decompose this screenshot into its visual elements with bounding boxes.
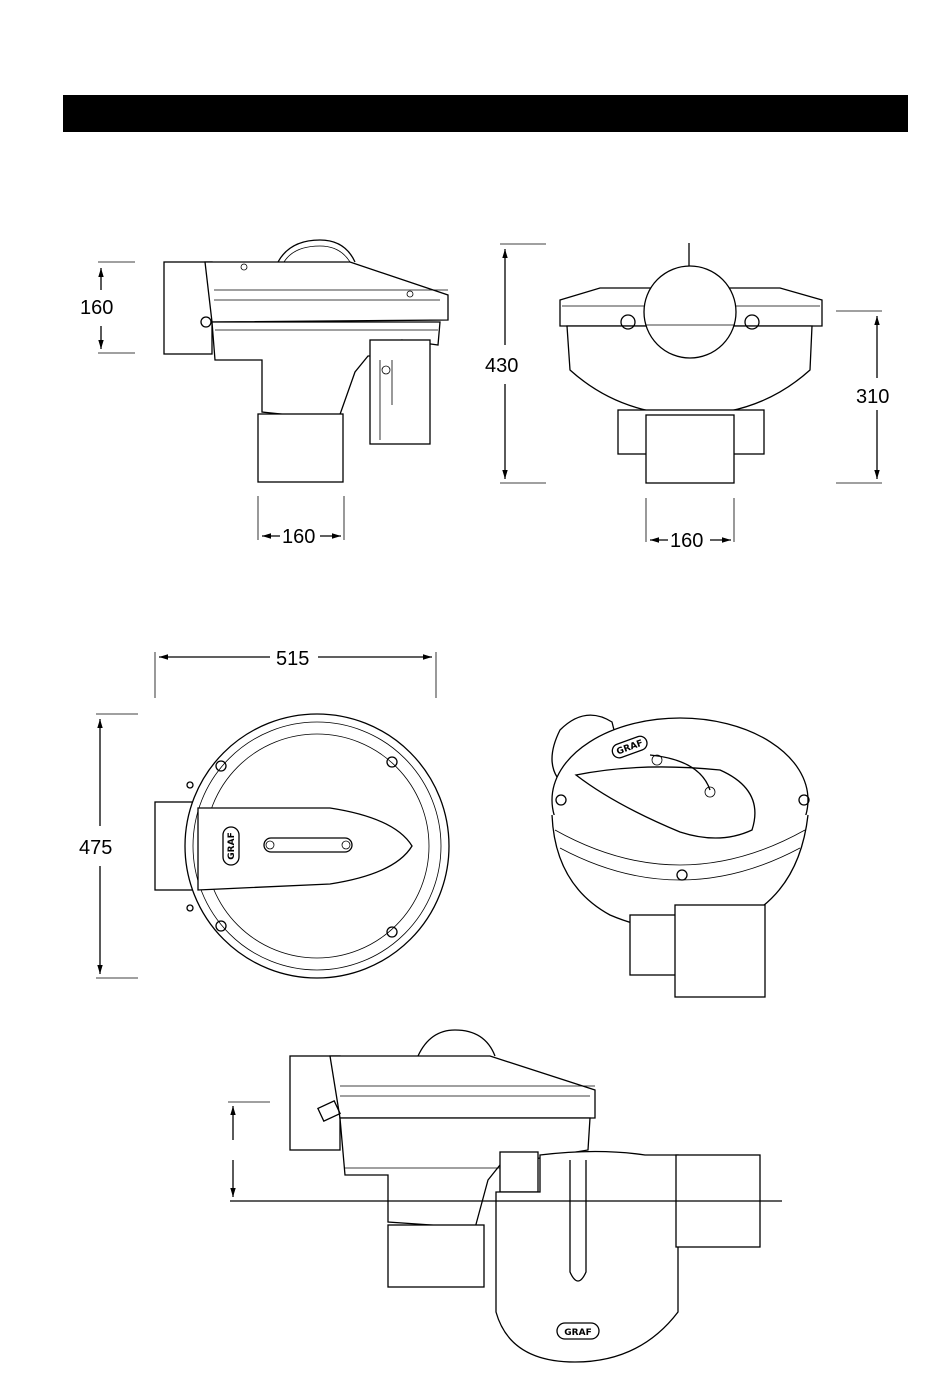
dim-front-body-height: 310 [856, 386, 889, 408]
front-view: 430 310 160 [485, 243, 889, 552]
side-inlet-pipe [164, 262, 212, 354]
side-view: 160 160 [80, 240, 448, 548]
perspective-back-chamber [675, 905, 765, 997]
install-back-chamber [500, 1152, 538, 1192]
front-outlet [646, 415, 734, 483]
dim-top-width: 515 [276, 648, 309, 670]
front-inlet-circle [644, 266, 736, 358]
dim-side-height: 160 [80, 297, 113, 319]
dim-side-outlet-width: 160 [282, 526, 315, 548]
side-back-chamber [370, 340, 430, 444]
bolt-icon [187, 905, 193, 911]
side-lid [205, 262, 448, 322]
install-outlet [388, 1225, 484, 1287]
installation-view: GRAF [228, 1030, 782, 1362]
top-view: GRAF 515 475 [79, 648, 449, 978]
perspective-view: GRAF [552, 715, 809, 997]
handle-icon [278, 240, 355, 262]
side-outlet [258, 414, 343, 482]
dim-front-outlet-width: 160 [670, 530, 703, 552]
svg-text:GRAF: GRAF [227, 832, 237, 859]
dim-front-total-height: 430 [485, 355, 518, 377]
svg-text:GRAF: GRAF [564, 1328, 591, 1338]
handle-icon [418, 1030, 495, 1056]
install-lid [330, 1056, 595, 1118]
dim-top-depth: 475 [79, 837, 112, 859]
bolt-icon [187, 782, 193, 788]
